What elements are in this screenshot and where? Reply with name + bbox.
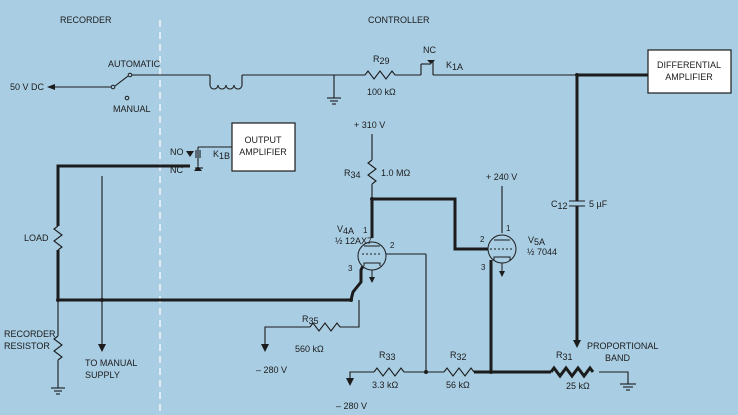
c12-value: 5 µF [589,199,608,209]
plus240-label: + 240 V [486,172,517,182]
diff-amp-line2: AMPLIFIER [665,72,713,82]
load-resistor [53,225,63,251]
inductor-coil [209,75,243,90]
r33-resistor [373,367,405,377]
k1b-no-arrow-icon [186,151,194,157]
r35-resistor [309,322,341,332]
r35-label: R35 [302,314,319,326]
differential-amplifier-box [647,49,732,94]
automatic-label: AUTOMATIC [108,59,161,69]
v5a-desc: ½ 7044 [527,247,557,257]
proportional-band-line1: PROPORTIONAL [587,341,658,351]
r34-value: 1.0 MΩ [381,168,411,178]
v4a-triode [357,241,426,283]
r29-resistor [364,70,396,80]
r31-wiper-arrow-icon [573,340,581,348]
recorder-resistor-line1: RECORDER [4,329,56,339]
manual-supply-line1: TO MANUAL [85,358,137,368]
proportional-band-line2: BAND [605,353,631,363]
out-amp-line2: AMPLIFIER [239,147,287,157]
r33-value: 3.3 kΩ [372,380,399,390]
v4a-plate-to-v5a-grid [370,197,488,251]
recorder-resistor [53,335,63,361]
k1b-relay-contacts [186,146,232,171]
minus280-lead-b [349,371,374,380]
manual-label: MANUAL [113,104,151,114]
r32-label: R32 [450,350,467,362]
r29-label: R29 [373,54,390,66]
r35-lead [340,300,360,328]
v5a-label: V5A [528,235,545,247]
r31-value: 25 kΩ [566,381,590,391]
manual-supply-arrow-icon [98,344,106,352]
v5a-pin-3: 3 [481,263,486,272]
k1a-label: K1A [446,60,463,72]
controller-section-label: CONTROLLER [368,15,430,25]
minus280-label-a: – 280 V [256,365,287,375]
r33-label: R33 [379,350,396,362]
v4a-pin-1: 1 [363,226,368,235]
recorder-loop-top [56,164,190,226]
v4a-desc: ½ 12AX7 [335,236,372,246]
r32-value: 56 kΩ [446,380,470,390]
v5a-pin-2: 2 [480,235,485,244]
v4a-label: V4A [337,224,354,236]
r34-label: R34 [344,168,361,180]
out-amp-line1: OUTPUT [245,135,283,145]
c12-label: C12 [551,199,568,211]
plus310-label: + 310 V [354,120,385,130]
supply-50v-label: 50 V DC [10,82,45,92]
v4a-pin-2: 2 [390,241,395,250]
recorder-section-label: RECORDER [60,15,112,25]
k1a-contact-label: NC [423,45,436,55]
diff-amp-line1: DIFFERENTIAL [657,60,721,70]
recorder-resistor-line2: RESISTOR [4,341,50,351]
v5a-cathode-to-bus [489,260,551,374]
v4a-pin-3: 3 [348,264,353,273]
v5a-pin-1: 1 [506,224,511,233]
minus280-label-b: – 280 V [336,401,367,411]
k1b-nc-label: NC [170,165,183,175]
k1b-no-label: NO [170,147,184,157]
k1b-label: K1B [213,149,230,161]
load-label: LOAD [24,233,49,243]
r35-value: 560 kΩ [295,344,324,354]
r29-value: 100 kΩ [367,87,396,97]
output-amplifier-box [231,122,296,172]
r31-label: R31 [556,350,573,362]
supply-50v-line [47,60,577,105]
manual-supply-line2: SUPPLY [85,370,120,380]
r32-resistor [443,367,475,377]
r31-potentiometer [549,365,595,379]
v5a-triode [487,234,517,277]
r34-resistor [367,159,377,185]
arrowhead-left-icon [47,84,55,90]
recorder-return-line [349,265,365,301]
